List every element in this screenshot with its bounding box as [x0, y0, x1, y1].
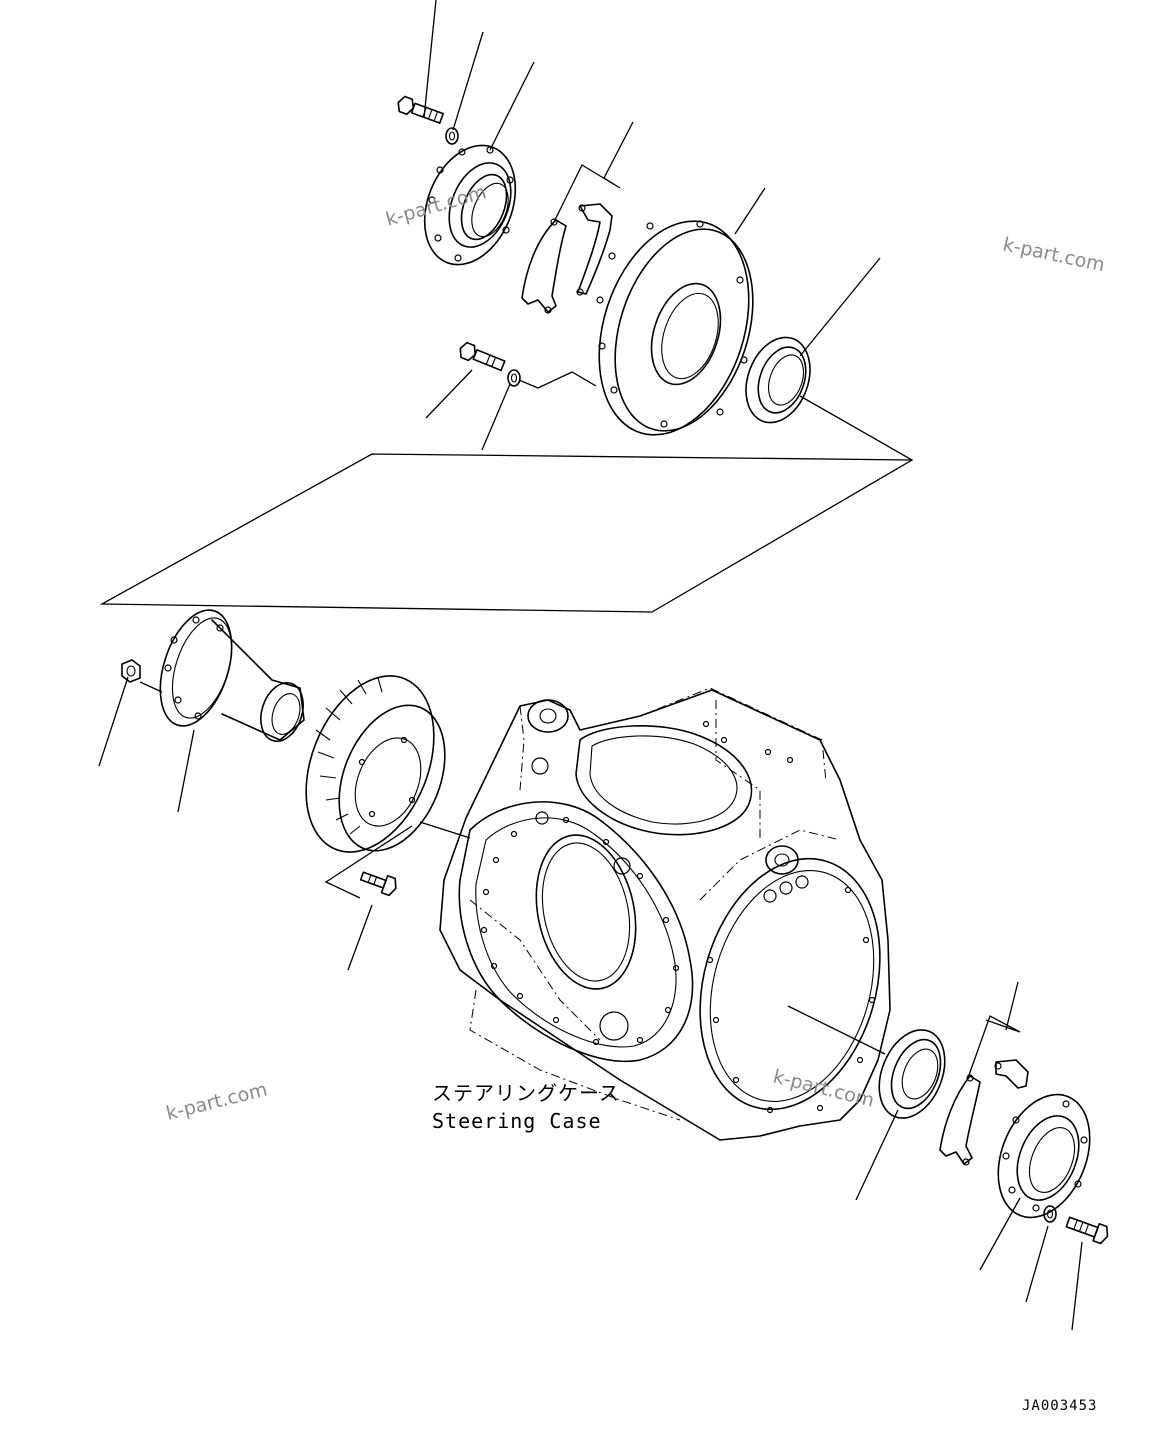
lock-plate: [521, 218, 567, 314]
watermark: k-part.com: [1001, 233, 1107, 276]
steering-case-label-en: Steering Case: [432, 1109, 602, 1133]
bolt: [459, 341, 506, 372]
washer: [1043, 1205, 1057, 1223]
washer: [507, 369, 521, 387]
watermark: k-part.com: [771, 1066, 877, 1112]
drawing-code: JA003453: [1022, 1398, 1097, 1414]
bevel-gear: [305, 675, 446, 853]
steering-case-label-jp: ステアリングケース: [432, 1081, 620, 1105]
bearing: [878, 1029, 946, 1119]
steering-case: [439, 687, 891, 1141]
bolt: [397, 95, 444, 124]
leader-lines: [98, 0, 1083, 1331]
cover: [596, 220, 754, 436]
watermark: k-part.com: [164, 1078, 270, 1124]
lock-plate: [576, 203, 613, 296]
bolt: [1065, 1216, 1109, 1245]
watermark: k-part.com: [383, 181, 489, 231]
bearing: [745, 336, 811, 424]
shaft-housing: [159, 609, 305, 742]
lock-plate: [994, 1059, 1029, 1089]
bearing-retainer: [423, 144, 517, 266]
bolt: [359, 871, 397, 897]
washer: [445, 127, 459, 145]
nut: [121, 659, 141, 683]
lock-plate: [939, 1074, 981, 1166]
bearing-retainer: [997, 1093, 1091, 1219]
